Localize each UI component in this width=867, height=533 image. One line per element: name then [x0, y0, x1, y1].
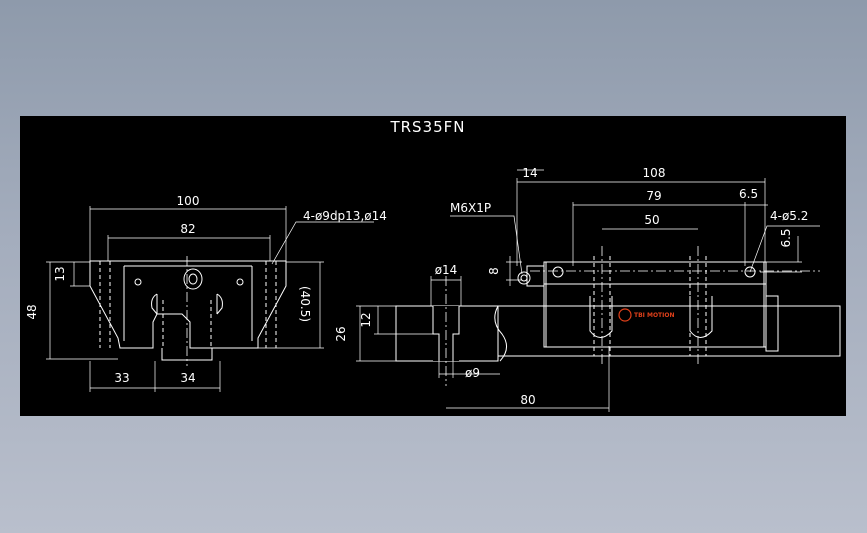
front-view-grease-port [183, 268, 203, 290]
side-view-end-cap [526, 265, 545, 287]
dim-line-82 [107, 235, 271, 261]
side-hole-right [744, 266, 756, 278]
dim-line-bore [430, 276, 462, 306]
front-view-block-outline [89, 260, 287, 349]
rail-section-bore-outline [432, 306, 460, 361]
dim-line-79 [572, 202, 746, 266]
dim-line-bottom [89, 361, 221, 392]
recirculation-left [589, 296, 613, 338]
dim-line-height [46, 261, 118, 360]
dim-hole-spacing: 82 [180, 222, 195, 236]
dim-line-thread [438, 361, 500, 378]
label-side-hole-spec: 4-ø5.2 [770, 209, 808, 223]
dim-line-100 [89, 206, 287, 261]
dim-edge-offset-x: 6.5 [739, 187, 758, 201]
side-view-hole-centerlines [601, 246, 699, 366]
dim-line-8 [506, 256, 522, 286]
rail-section-view: ø14 ø9 26 12 80 [334, 263, 610, 412]
dim-line-pitch [446, 346, 610, 412]
side-view-block [543, 261, 767, 348]
dim-edge-offset-y: 6.5 [779, 228, 793, 247]
front-view-grease-port-inner [188, 273, 198, 285]
dim-rail-width: 34 [180, 371, 195, 385]
dim-rail-pitch: 80 [520, 393, 535, 407]
dim-hole-distance-short: 50 [644, 213, 659, 227]
dim-rail-height: 26 [334, 326, 348, 341]
dim-counterbore-depth: 12 [359, 312, 373, 327]
recirculation-right [689, 296, 713, 338]
dim-flange-height: 13 [53, 266, 67, 281]
dim-hole-distance-long: 79 [646, 189, 661, 203]
side-view-hidden-holes [593, 256, 707, 356]
dim-line-40-5 [258, 261, 324, 349]
dim-bore-diameter: ø14 [435, 263, 458, 277]
front-view: 100 82 4-ø9dp13,ø14 48 13 (40.5) 33 34 [25, 194, 387, 392]
leader-grease-nipple [450, 215, 523, 275]
side-view: TBI MOTION 14 108 79 50 6.5 4-ø5.2 6.5 M… [450, 166, 841, 366]
front-view-rail [151, 293, 223, 361]
brand-logo-text: TBI MOTION [634, 312, 675, 319]
dim-nipple-height: 8 [487, 267, 501, 275]
dim-line-rail-height [356, 305, 433, 362]
label-hole-spec: 4-ø9dp13,ø14 [303, 209, 387, 223]
dim-width-overall: 100 [177, 194, 200, 208]
side-view-block-inner [544, 262, 766, 347]
front-view-small-hole-right [236, 278, 244, 286]
front-view-small-hole-left [134, 278, 142, 286]
side-view-rail [498, 305, 841, 357]
dim-left-offset: 33 [114, 371, 129, 385]
dim-thread-hole-diameter: ø9 [465, 366, 480, 380]
dim-line-6-5-y [760, 236, 802, 273]
front-view-hole-hidden [99, 261, 277, 348]
leader-hole-spec [271, 221, 374, 265]
grease-nipple-inner [520, 274, 528, 282]
label-grease-nipple: M6X1P [450, 201, 491, 215]
dim-height-total: 48 [25, 304, 39, 319]
dim-block-length: 108 [643, 166, 666, 180]
cad-drawing: TRS35FN 100 82 4-ø9dp13,ø14 48 13 (40 [25, 118, 841, 412]
side-view-seal [765, 295, 779, 352]
rail-section-break-line [494, 305, 507, 362]
grease-nipple [517, 271, 531, 285]
front-view-body [123, 265, 253, 341]
leader-side-hole [749, 225, 820, 273]
dim-line-108 [516, 178, 766, 266]
dim-end-offset: 14 [522, 166, 537, 180]
cad-drawing-panel: TRS35FN 100 82 4-ø9dp13,ø14 48 13 (40 [20, 116, 846, 416]
front-view-rail-hidden [162, 300, 212, 348]
dim-height-ref: (40.5) [298, 286, 312, 322]
brand-logo-icon [618, 308, 632, 322]
side-hole-left [552, 266, 564, 278]
drawing-title: TRS35FN [389, 118, 465, 136]
